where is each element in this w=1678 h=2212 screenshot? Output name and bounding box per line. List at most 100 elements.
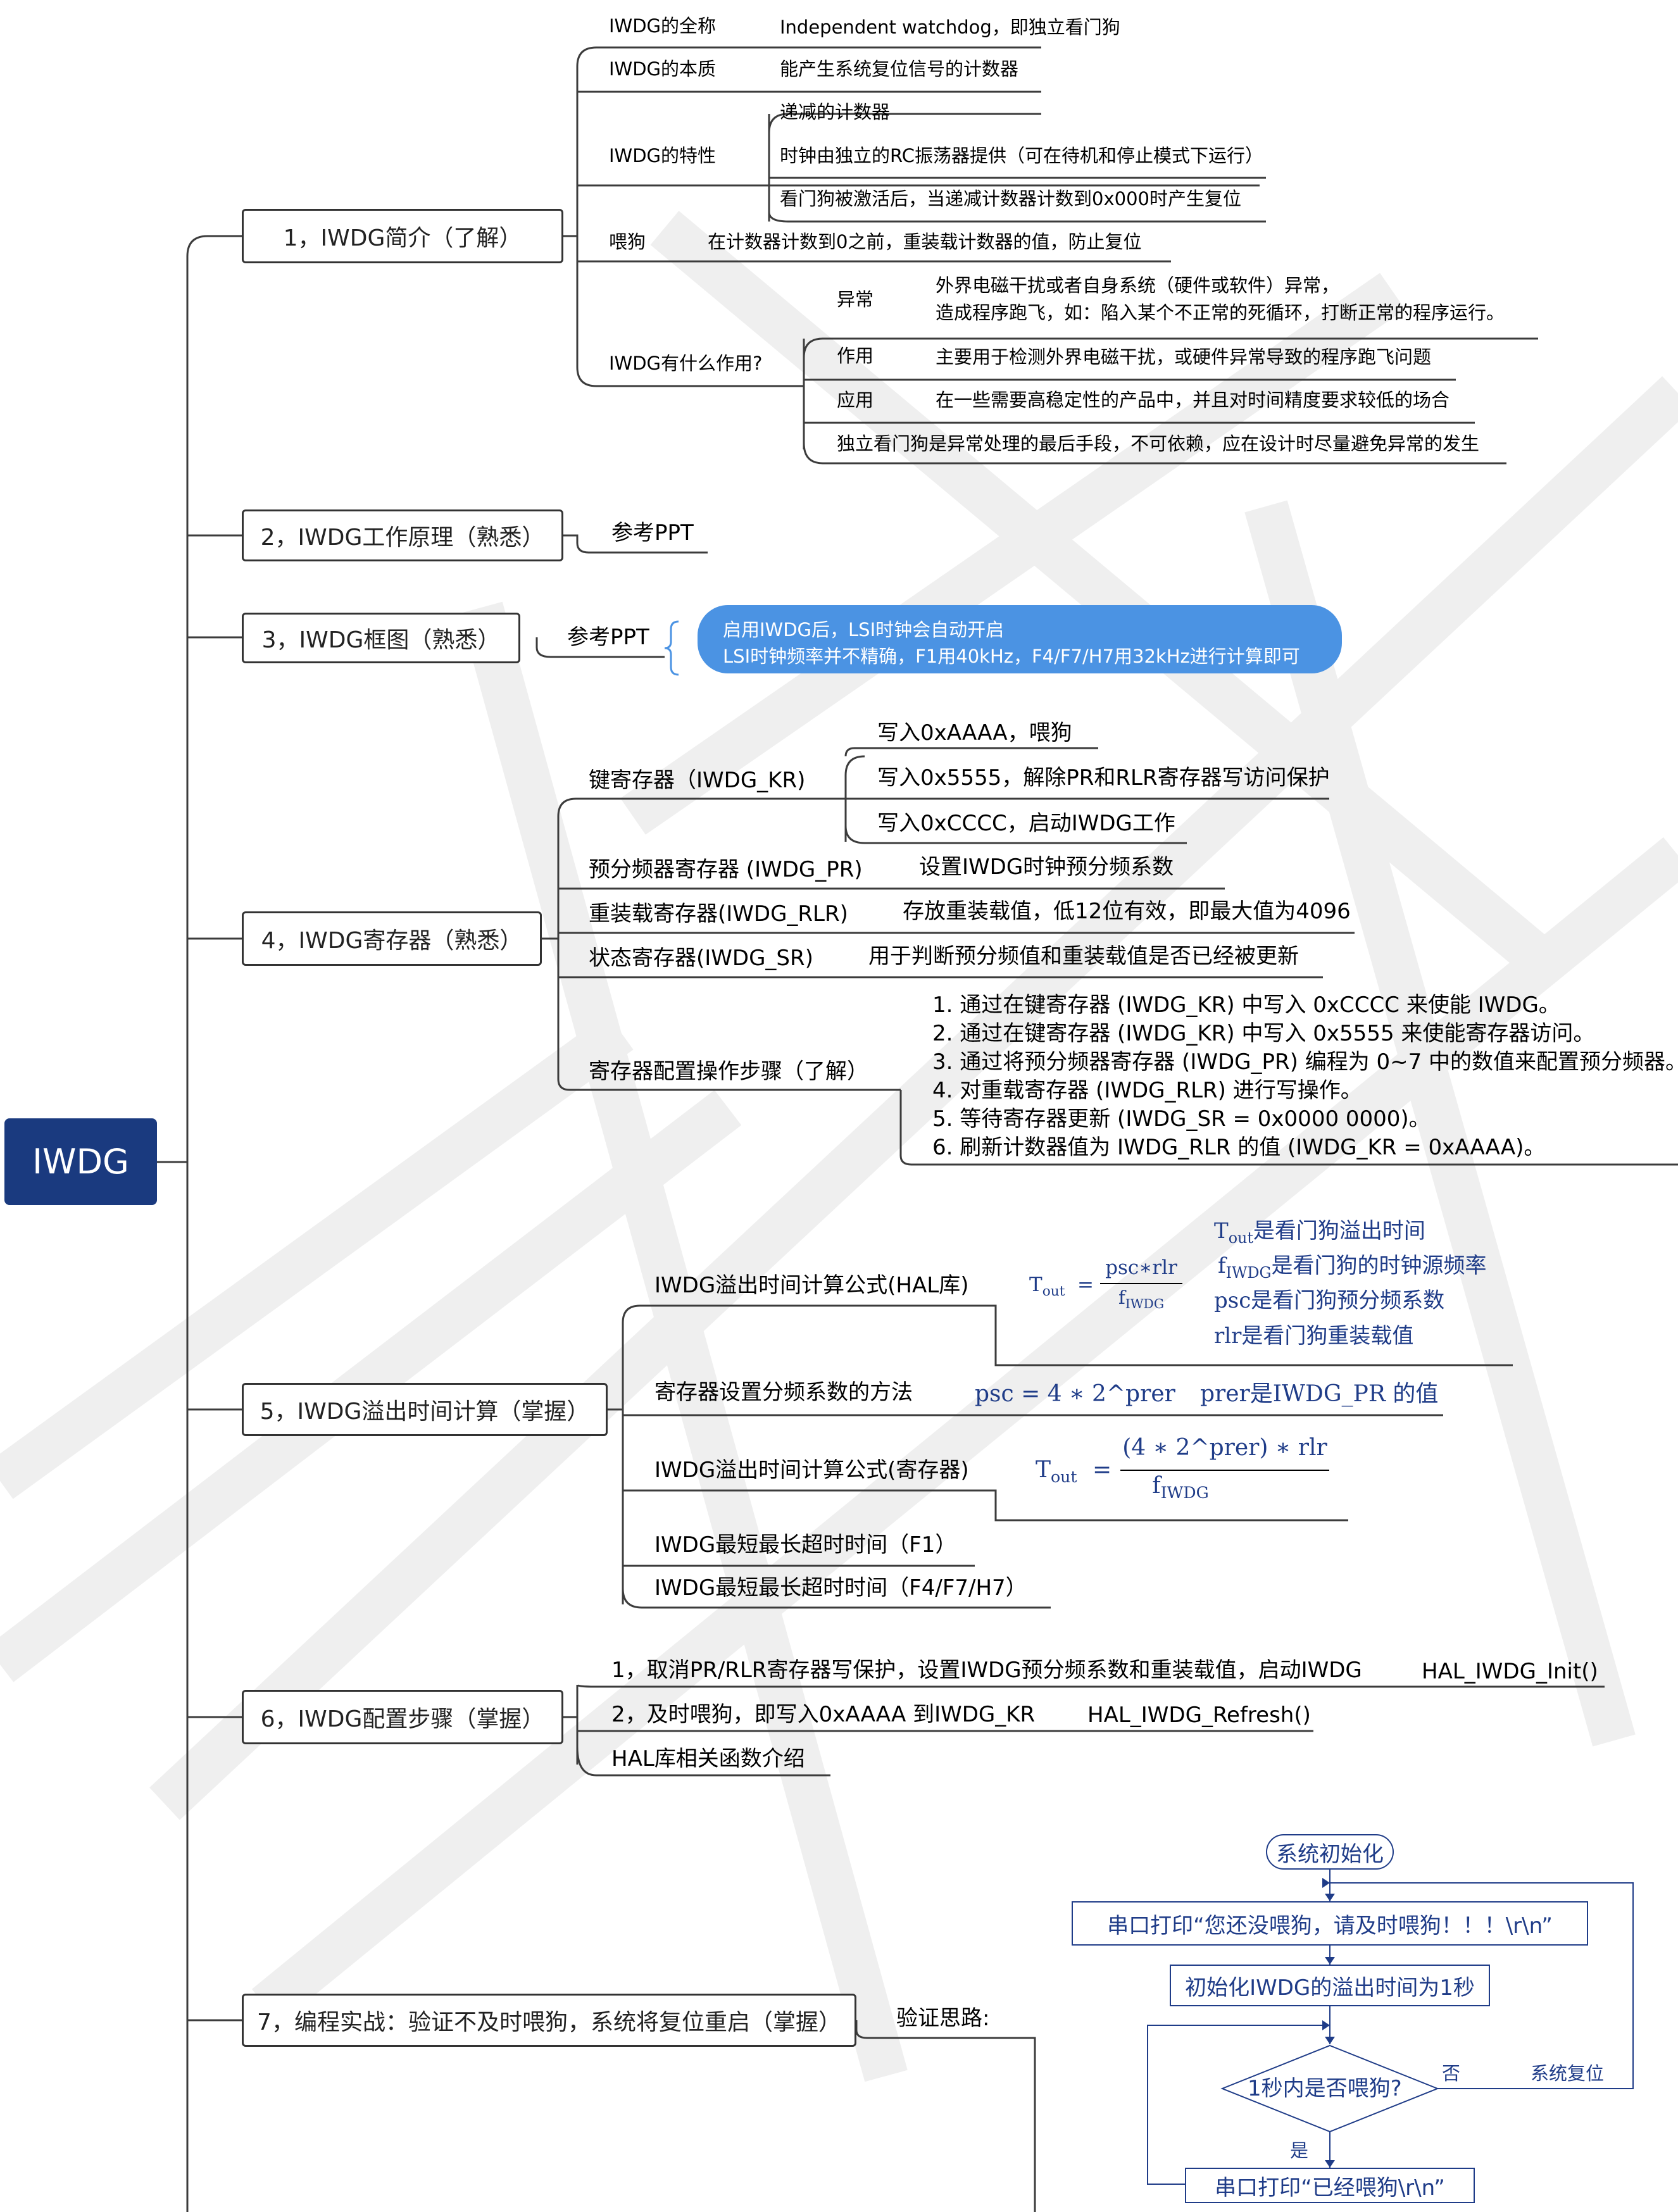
subtopic-value[interactable]: 造成程序跑飞，如：陷入某个不正常的死循环，打断正常的程序运行。 <box>936 302 1505 323</box>
topic-value[interactable]: 写入0xCCCC，启动IWDG工作 <box>877 811 1175 836</box>
topic-label[interactable]: 2，及时喂狗，即写入0xAAAA 到IWDG_KR <box>611 1702 1036 1727</box>
topic-label[interactable]: 1，取消PR/RLR寄存器写保护，设置IWDG预分频系数和重装载值，启动IWDG <box>611 1658 1362 1683</box>
legend-line: rlr是看门狗重装载值 <box>1214 1325 1413 1347</box>
section-label: 7，编程实战：验证不及时喂狗，系统将复位重启（掌握） <box>257 2009 841 2035</box>
formula-lhs-main: T <box>1029 1273 1042 1296</box>
note-bubble[interactable]: 启用IWDG后，LSI时钟会自动开启 LSI时钟频率并不精确，F1用40kHz，… <box>698 605 1342 673</box>
section-5-node[interactable]: 5，IWDG溢出时间计算（掌握） <box>242 1383 608 1436</box>
function-name[interactable]: HAL_IWDG_Init() <box>1422 1659 1598 1684</box>
section-2-node[interactable]: 2，IWDG工作原理（熟悉） <box>242 509 563 561</box>
flowchart-start[interactable]: 系统初始化 <box>1266 1834 1394 1870</box>
register-step: 2. 通过在键寄存器 (IWDG_KR) 中写入 0x5555 来使能寄存器访问… <box>932 1021 1595 1046</box>
formula-lhs-sub: out <box>1042 1284 1065 1300</box>
topic-label[interactable]: IWDG最短最长超时时间（F4/F7/H7） <box>654 1575 1027 1601</box>
subtopic-value[interactable]: 主要用于检测外界电磁干扰，或硬件异常导致的程序跑飞问题 <box>936 346 1432 368</box>
register-step: 1. 通过在键寄存器 (IWDG_KR) 中写入 0xCCCC 来使能 IWDG… <box>932 992 1560 1018</box>
section-label: 2，IWDG工作原理（熟悉） <box>260 525 545 551</box>
topic-label[interactable]: 重装载寄存器(IWDG_RLR) <box>589 901 848 927</box>
topic-label[interactable]: IWDG的特性 <box>609 145 717 166</box>
formula-lhs: Tout <box>1029 1275 1065 1299</box>
flowchart-decision-label[interactable]: 1秒内是否喂狗? <box>1248 2076 1402 2101</box>
topic-label[interactable]: 参考PPT <box>567 625 649 650</box>
legend-text: 是看门狗溢出时间 <box>1253 1218 1425 1244</box>
topic-label[interactable]: IWDG最短最长超时时间（F1） <box>654 1532 957 1558</box>
section-7-node[interactable]: 7，编程实战：验证不及时喂狗，系统将复位重启（掌握） <box>242 1994 856 2047</box>
topic-label[interactable]: 寄存器配置操作步骤（了解） <box>589 1059 868 1084</box>
legend-text: 是看门狗的时钟源频率 <box>1271 1253 1487 1278</box>
section-1-node[interactable]: 1，IWDG简介（了解） <box>242 209 563 263</box>
section-label: 3，IWDG框图（熟悉） <box>261 627 501 653</box>
flowchart-step[interactable]: 初始化IWDG的溢出时间为1秒 <box>1170 1965 1490 2006</box>
subtopic-label[interactable]: 应用 <box>837 389 874 411</box>
register-step: 5. 等待寄存器更新 (IWDG_SR = 0x0000 0000)。 <box>932 1106 1431 1132</box>
formula-equals: = <box>1077 1273 1094 1296</box>
subtopic-label[interactable]: 异常 <box>837 289 874 310</box>
topic-label[interactable]: 键寄存器（IWDG_KR) <box>589 768 806 793</box>
legend-line: fIWDG是看门狗的时钟源频率 <box>1218 1255 1487 1281</box>
topic-label[interactable]: 参考PPT <box>611 520 694 546</box>
root-node[interactable]: IWDG <box>4 1118 157 1205</box>
topic-label[interactable]: IWDG有什么作用? <box>609 353 763 374</box>
topic-value[interactable]: 时钟由独立的RC振荡器提供（可在待机和停止模式下运行） <box>780 145 1263 166</box>
formula-numerator: (4 ∗ 2^prer) ∗ rlr <box>1122 1435 1327 1461</box>
formula-lhs-sub: out <box>1051 1468 1077 1487</box>
section-6-node[interactable]: 6，IWDG配置步骤（掌握） <box>242 1690 563 1744</box>
section-4-node[interactable]: 4，IWDG寄存器（熟悉） <box>242 911 542 966</box>
topic-value[interactable]: 递减的计数器 <box>780 101 891 123</box>
topic-value[interactable]: 能产生系统复位信号的计数器 <box>780 58 1019 80</box>
topic-value[interactable]: 设置IWDG时钟预分频系数 <box>919 854 1174 880</box>
formula-denominator: fIWDG <box>1100 1289 1182 1310</box>
section-label: 5，IWDG溢出时间计算（掌握） <box>260 1399 590 1425</box>
topic-value[interactable]: 存放重装载值，低12位有效，即最大值为4096 <box>903 899 1351 924</box>
formula-denominator: fIWDG <box>1120 1475 1241 1501</box>
formula-numerator: psc∗rlr <box>1105 1256 1177 1279</box>
topic-value[interactable]: Independent watchdog，即独立看门狗 <box>780 16 1120 38</box>
formula-den-sub: IWDG <box>1160 1484 1209 1503</box>
formula-fraction-bar <box>1100 1283 1182 1284</box>
flowchart-step[interactable]: 串口打印“您还没喂狗，请及时喂狗！！！\r\n” <box>1072 1901 1588 1946</box>
topic-label[interactable]: 验证思路: <box>896 2006 990 2031</box>
topic-label[interactable]: 预分频器寄存器 (IWDG_PR) <box>589 857 863 882</box>
formula-den-main: f <box>1152 1473 1161 1499</box>
topic-value[interactable]: 用于判断预分频值和重装载值是否已经被更新 <box>868 944 1299 969</box>
section-label: 4，IWDG寄存器（熟悉） <box>261 928 523 954</box>
subtopic-value[interactable]: 外界电磁干扰或者自身系统（硬件或软件）异常， <box>936 275 1340 296</box>
subtopic-value[interactable]: 在一些需要高稳定性的产品中，并且对时间精度要求较低的场合 <box>936 389 1450 411</box>
formula-equals: = <box>1093 1457 1112 1483</box>
section-3-node[interactable]: 3，IWDG框图（熟悉） <box>242 613 520 663</box>
section-label: 6，IWDG配置步骤（掌握） <box>260 1706 545 1732</box>
register-steps-list[interactable]: 1. 通过在键寄存器 (IWDG_KR) 中写入 0xCCCC 来使能 IWDG… <box>932 991 1678 1162</box>
topic-value[interactable]: 看门狗被激活后，当递减计数器计数到0x000时产生复位 <box>780 188 1241 209</box>
legend-symbol: f <box>1218 1253 1226 1278</box>
topic-label[interactable]: 喂狗 <box>609 231 646 253</box>
legend-symbol-sub: IWDG <box>1225 1263 1272 1282</box>
topic-label[interactable]: IWDG溢出时间计算公式(寄存器) <box>654 1458 969 1483</box>
register-step: 4. 对重载寄存器 (IWDG_RLR) 进行写操作。 <box>932 1078 1362 1103</box>
legend-line: psc是看门狗预分频系数 <box>1214 1290 1444 1311</box>
note-line: 启用IWDG后，LSI时钟会自动开启 <box>723 619 1005 640</box>
register-step: 6. 刷新计数器值为 IWDG_RLR 的值 (IWDG_KR = 0xAAAA… <box>932 1135 1546 1160</box>
topic-value[interactable]: 写入0xAAAA，喂狗 <box>877 720 1072 746</box>
topic-label[interactable]: 状态寄存器(IWDG_SR) <box>589 946 813 971</box>
formula-den-sub: IWDG <box>1125 1296 1165 1311</box>
register-step: 3. 通过将预分频器寄存器 (IWDG_PR) 编程为 0~7 中的数值来配置预… <box>932 1049 1678 1075</box>
subtopic-label[interactable]: 作用 <box>837 345 874 366</box>
formula-lhs: Tout <box>1036 1459 1077 1485</box>
function-name[interactable]: HAL_IWDG_Refresh() <box>1087 1703 1311 1728</box>
topic-label[interactable]: IWDG的本质 <box>609 58 717 80</box>
flowchart-decision-diamond <box>1220 2044 1439 2133</box>
topic-value[interactable]: 写入0x5555，解除PR和RLR寄存器写访问保护 <box>877 765 1330 790</box>
topic-label[interactable]: IWDG溢出时间计算公式(HAL库) <box>654 1273 969 1298</box>
flowchart-step[interactable]: 串口打印“已经喂狗\r\n” <box>1185 2168 1475 2203</box>
topic-label[interactable]: 寄存器设置分频系数的方法 <box>654 1380 913 1405</box>
legend-text: 是看门狗重装载值 <box>1241 1323 1414 1349</box>
flowchart-reset-label: 系统复位 <box>1531 2063 1605 2084</box>
topic-value[interactable]: 在计数器计数到0之前，重装载计数器的值，防止复位 <box>708 231 1142 253</box>
topic-label[interactable]: IWDG的全称 <box>609 15 717 37</box>
formula-note: prer是IWDG_PR 的值 <box>1200 1381 1439 1407</box>
subtopic-label[interactable]: 独立看门狗是异常处理的最后手段，不可依赖，应在设计时尽量避免异常的发生 <box>837 433 1480 454</box>
topic-label[interactable]: HAL库相关函数介绍 <box>611 1746 805 1771</box>
